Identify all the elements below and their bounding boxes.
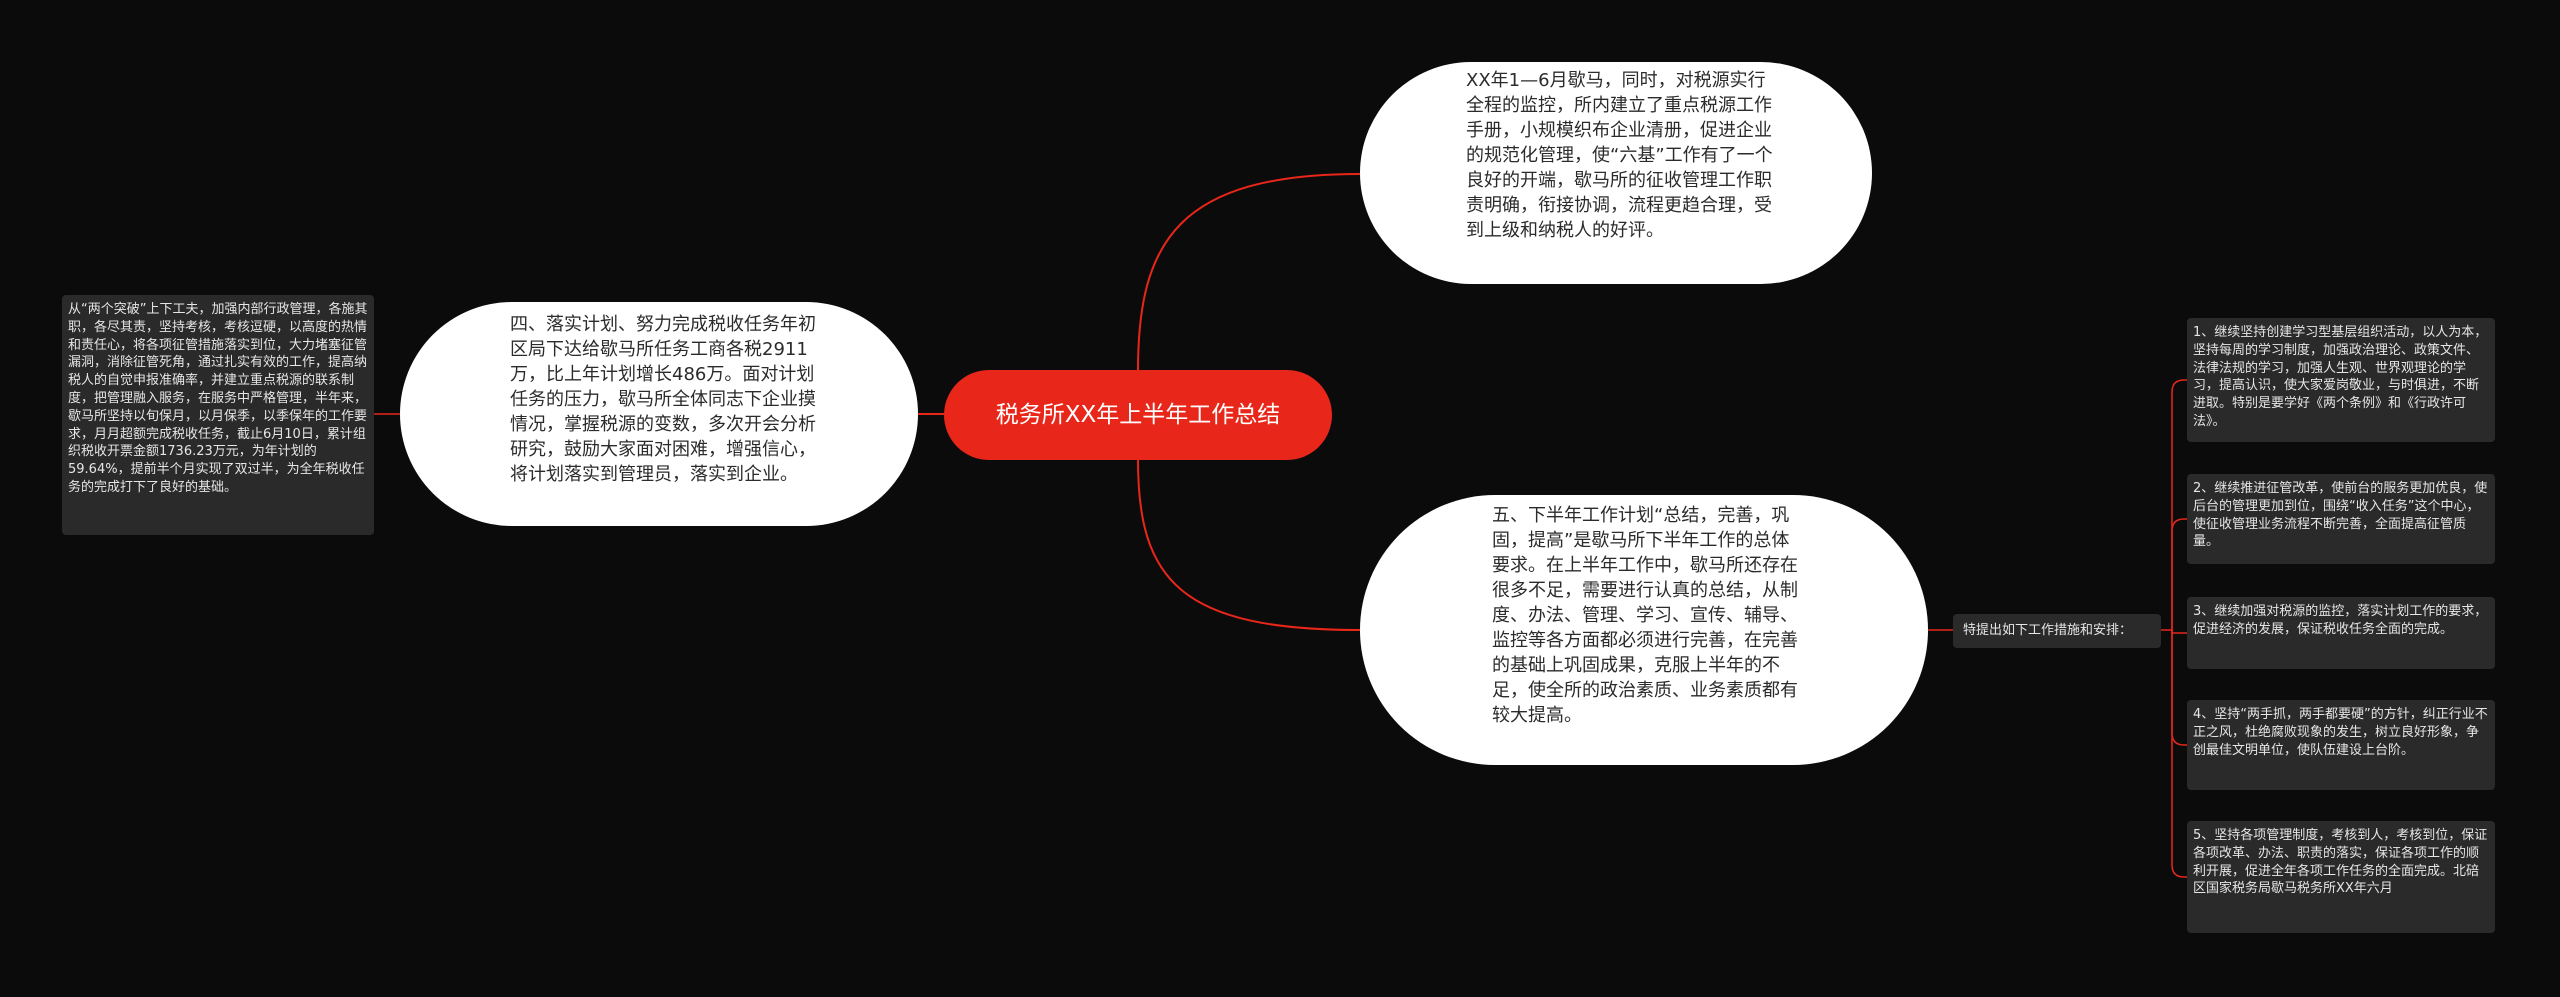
- measure-item-2-text: 2、继续推进征管改革，使前台的服务更加优良，使后台的管理更加到位，围绕“收入任务…: [2193, 481, 2488, 550]
- branch-left[interactable]: 四、落实计划、努力完成税收任务年初区局下达给歇马所任务工商各税2911万，比上年…: [400, 302, 918, 526]
- branch-left-text: 四、落实计划、努力完成税收任务年初区局下达给歇马所任务工商各税2911万，比上年…: [510, 314, 816, 485]
- link-root-bottom-right: [1137, 459, 1361, 631]
- link-measure-4: [2171, 630, 2187, 746]
- link-measure-3: [2171, 630, 2187, 634]
- link-measure-5: [2171, 630, 2187, 878]
- root-topic[interactable]: 税务所XX年上半年工作总结: [944, 370, 1332, 460]
- measures-label-node[interactable]: 特提出如下工作措施和安排：: [1953, 614, 2161, 648]
- root-topic-label: 税务所XX年上半年工作总结: [995, 402, 1281, 428]
- measure-item-4-text: 4、坚持“两手抓，两手都要硬”的方针，纠正行业不正之风，杜绝腐败现象的发生，树立…: [2193, 707, 2488, 758]
- branch-bottom-right-text: 五、下半年工作计划“总结，完善，巩固，提高”是歇马所下半年工作的总体要求。在上半…: [1492, 505, 1798, 726]
- branch-left-detail-text: 从“两个突破”上下工夫，加强内部行政管理，各施其职，各尽其责，坚持考核，考核逗硬…: [68, 302, 368, 495]
- branch-left-detail[interactable]: 从“两个突破”上下工夫，加强内部行政管理，各施其职，各尽其责，坚持考核，考核逗硬…: [62, 295, 374, 535]
- measure-item-5[interactable]: 5、坚持各项管理制度，考核到人，考核到位，保证各项改革、办法、职责的落实，保证各…: [2187, 821, 2495, 933]
- measure-item-3[interactable]: 3、继续加强对税源的监控，落实计划工作的要求，促进经济的发展，保证税收任务全面的…: [2187, 597, 2495, 669]
- measure-item-4[interactable]: 4、坚持“两手抓，两手都要硬”的方针，纠正行业不正之风，杜绝腐败现象的发生，树立…: [2187, 700, 2495, 790]
- measures-label-text: 特提出如下工作措施和安排：: [1963, 623, 2133, 638]
- branch-top-right-text: XX年1—6月歇马，同时，对税源实行全程的监控，所内建立了重点税源工作手册，小规…: [1466, 70, 1773, 241]
- link-measure-1: [2161, 379, 2187, 631]
- link-root-top-right: [1137, 173, 1361, 371]
- link-measure-2: [2171, 518, 2187, 630]
- branch-top-right[interactable]: XX年1—6月歇马，同时，对税源实行全程的监控，所内建立了重点税源工作手册，小规…: [1360, 62, 1872, 284]
- measure-item-5-text: 5、坚持各项管理制度，考核到人，考核到位，保证各项改革、办法、职责的落实，保证各…: [2193, 828, 2488, 897]
- measure-item-3-text: 3、继续加强对税源的监控，落实计划工作的要求，促进经济的发展，保证税收任务全面的…: [2193, 604, 2488, 637]
- measure-item-2[interactable]: 2、继续推进征管改革，使前台的服务更加优良，使后台的管理更加到位，围绕“收入任务…: [2187, 474, 2495, 564]
- measure-item-1[interactable]: 1、继续坚持创建学习型基层组织活动，以人为本，坚持每周的学习制度，加强政治理论、…: [2187, 318, 2495, 442]
- branch-bottom-right[interactable]: 五、下半年工作计划“总结，完善，巩固，提高”是歇马所下半年工作的总体要求。在上半…: [1360, 495, 1928, 765]
- measure-item-1-text: 1、继续坚持创建学习型基层组织活动，以人为本，坚持每周的学习制度，加强政治理论、…: [2193, 325, 2488, 429]
